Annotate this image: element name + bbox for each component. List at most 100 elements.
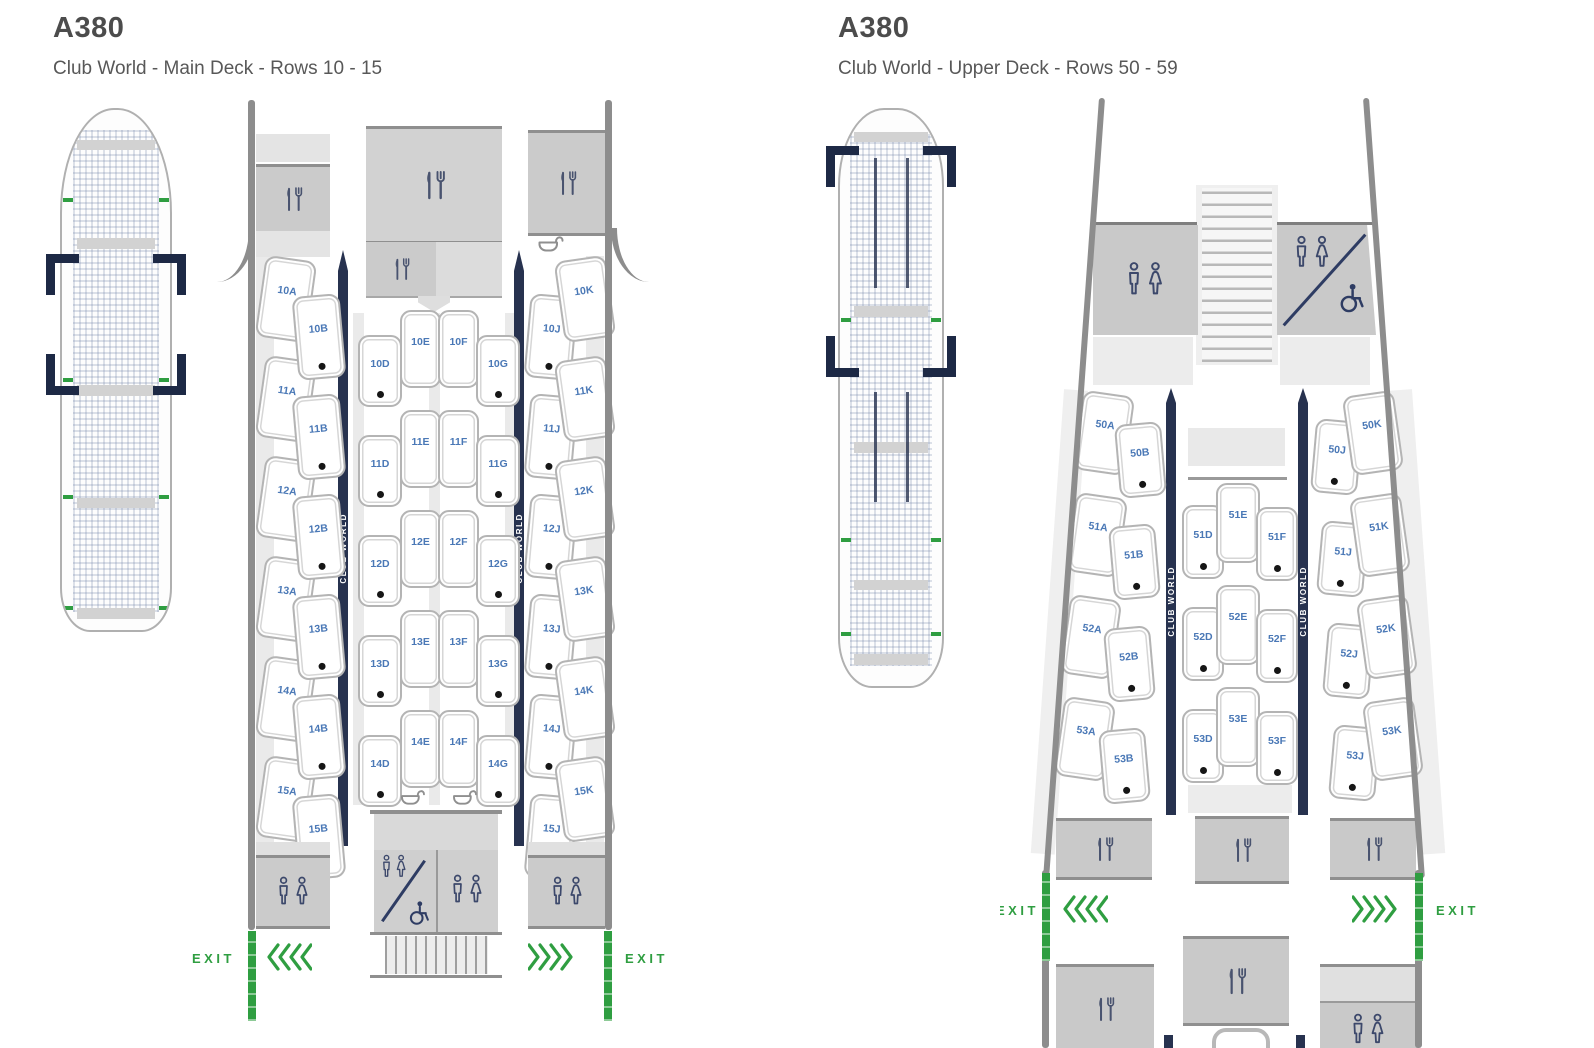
next-cabin-divider-partial (1164, 1035, 1173, 1048)
seat-label: 12B (308, 522, 329, 536)
mini-exit-tick (931, 632, 941, 636)
seat-label: 53F (1267, 735, 1287, 747)
seat-14D: 14D (358, 735, 402, 807)
rear-facing-dot (544, 362, 553, 371)
seat-label: 53D (1193, 733, 1213, 745)
lavatory-icon (379, 854, 409, 880)
upper-deck-subtitle: Club World - Upper Deck - Rows 50 - 59 (838, 58, 1178, 79)
seat-label: 13E (411, 635, 430, 648)
rear-facing-dot (1273, 667, 1281, 674)
rear-facing-dot (1342, 681, 1351, 690)
galley-center-2-cell (366, 242, 436, 296)
cabin-divider: CLUB WORLD (1166, 388, 1176, 815)
galley-icon (1093, 835, 1115, 863)
rear-facing-dot (1132, 582, 1141, 591)
seat-label: 14D (370, 758, 390, 771)
mini-exit-tick (63, 198, 73, 202)
seat-label: 13K (573, 583, 595, 599)
seat-12F: 12F (438, 510, 479, 588)
stairs (1202, 188, 1272, 362)
lavatory-icon (448, 874, 486, 906)
seat-51E: 51E (1216, 483, 1260, 563)
seat-50B: 50B (1113, 421, 1168, 499)
seat-label: 51E (1228, 509, 1248, 522)
mini-aircraft-overview-main (46, 108, 186, 632)
seat-label: 14E (411, 735, 430, 748)
main-deck-title: A380 (53, 12, 125, 44)
mini-highlight-bracket (46, 354, 79, 395)
rear-facing-dot (317, 762, 326, 771)
rear-facing-dot (376, 391, 384, 398)
rear-facing-dot (317, 562, 326, 571)
seat-12G: 12G (476, 535, 520, 607)
mini-exit-tick (63, 495, 73, 499)
rear-facing-dot (1330, 477, 1339, 486)
rear-facing-dot (544, 462, 553, 471)
seat-label: 13B (308, 622, 329, 636)
accessible-lavatory (1277, 225, 1376, 335)
seat-label: 10E (411, 335, 430, 348)
rear-facing-dot (1199, 767, 1207, 774)
exit-label-left: EXIT (192, 951, 235, 966)
lavatory-icon (1348, 1013, 1388, 1047)
mini-seat-texture (850, 134, 932, 666)
seat-53B: 53B (1097, 727, 1152, 805)
galley-left (256, 164, 330, 234)
seat-13B: 13B (291, 593, 347, 681)
galley-shelf (256, 134, 330, 162)
exit-door-left (1042, 873, 1050, 961)
rear-facing-dot (376, 791, 384, 798)
module-block (374, 814, 498, 850)
seat-label: 12G (488, 558, 508, 571)
rear-facing-dot (376, 491, 384, 498)
mini-exit-tick (63, 606, 73, 610)
mini-galley-band (854, 654, 928, 665)
seat-label: 12F (449, 535, 468, 548)
exit-label-right: EXIT (625, 951, 668, 966)
sink-icon (450, 786, 480, 807)
lavatory-right (528, 855, 605, 929)
next-cabin-divider-partial (1296, 1035, 1305, 1048)
mini-galley-band (77, 140, 155, 150)
lav-shelf (528, 842, 605, 855)
seat-11D: 11D (358, 435, 402, 507)
mini-divider-line (906, 158, 909, 288)
seat-11G: 11G (476, 435, 520, 507)
galley-left (1056, 818, 1152, 880)
rear-facing-dot (1273, 565, 1281, 572)
rear-facing-dot (376, 591, 384, 598)
module-edge (370, 810, 502, 814)
rear-facing-dot (544, 562, 553, 571)
seat-label: 10D (370, 358, 390, 371)
stowage-line (1188, 477, 1287, 480)
lav-shadow (1280, 337, 1370, 385)
accessible-lavatory (374, 850, 438, 932)
galley-icon (1231, 836, 1253, 864)
mini-highlight-bracket (46, 254, 79, 295)
mini-exit-tick (159, 198, 169, 202)
galley-right (1330, 818, 1416, 880)
seat-label: 11E (411, 435, 430, 448)
main-deck-map: CLUB WORLD CLUB WORLD 10A11A12A13A14A15A… (192, 98, 664, 1048)
seat-12E: 12E (400, 510, 441, 588)
mini-exit-tick (841, 318, 851, 322)
seat-label: 12K (573, 483, 595, 499)
seat-11B: 11B (291, 393, 347, 481)
cabin-divider: CLUB WORLD (1298, 388, 1308, 815)
exit-door-left (248, 931, 256, 1021)
exit-door-right (1415, 873, 1423, 961)
lav-shelf (256, 842, 330, 855)
center-shelf (1188, 785, 1292, 813)
seat-label: 11F (449, 435, 468, 448)
seat-label: 50B (1129, 446, 1151, 460)
mini-divider-line (874, 158, 877, 288)
mini-exit-tick (63, 378, 73, 382)
seat-label: 12D (370, 558, 390, 571)
mini-exit-tick (841, 632, 851, 636)
seat-label: 11G (488, 458, 508, 471)
seat-52F: 52F (1256, 609, 1298, 683)
seat-13E: 13E (400, 610, 441, 688)
seat-label: 52E (1228, 611, 1248, 624)
galley-right (528, 130, 605, 236)
